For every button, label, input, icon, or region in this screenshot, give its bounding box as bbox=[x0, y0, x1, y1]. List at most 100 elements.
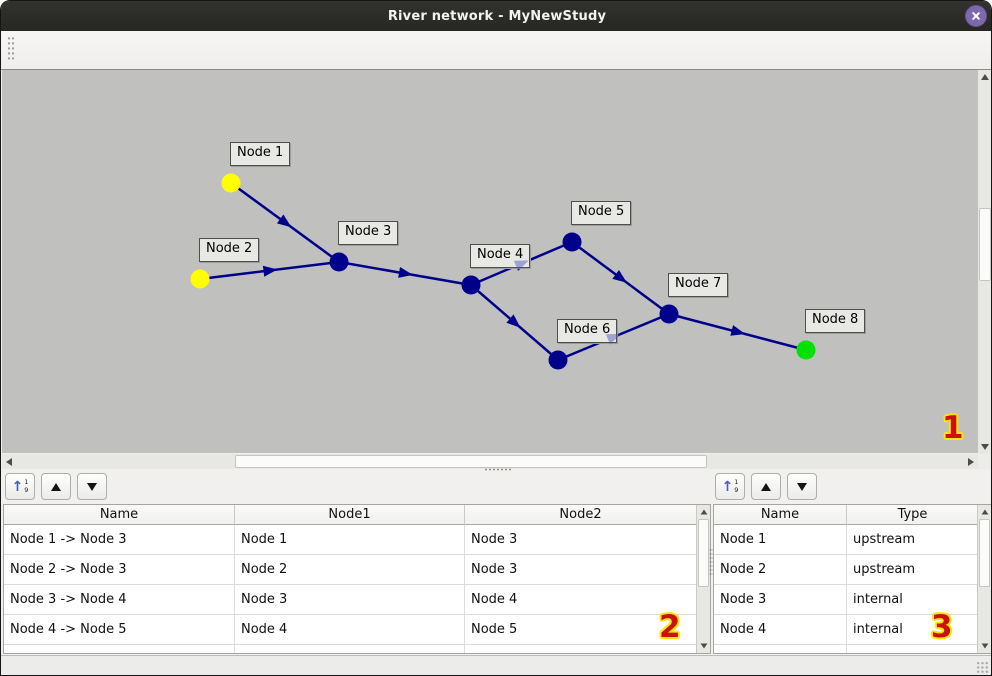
node-label[interactable]: Node 5 bbox=[571, 201, 632, 225]
scroll-up-button[interactable] bbox=[978, 505, 991, 519]
table-filler-row bbox=[4, 645, 710, 653]
cell-node2[interactable]: Node 4 bbox=[465, 585, 696, 615]
window-title: River network - MyNewStudy bbox=[387, 8, 607, 24]
column-header[interactable]: Type bbox=[847, 505, 978, 525]
vertical-scroll-thumb[interactable] bbox=[979, 208, 991, 281]
node-move-down-button[interactable] bbox=[787, 473, 817, 500]
cell-type[interactable]: internal bbox=[847, 615, 978, 645]
table-row[interactable]: Node 3 internal bbox=[714, 585, 991, 615]
node-label[interactable]: Node 7 bbox=[668, 273, 729, 297]
toolbar-drag-handle[interactable] bbox=[7, 36, 14, 61]
table-row[interactable]: Node 4 -> Node 5 Node 4 Node 5 bbox=[4, 615, 710, 645]
scroll-thumb[interactable] bbox=[979, 519, 990, 587]
arrow-up-icon bbox=[981, 74, 989, 80]
table-row[interactable]: Node 1 -> Node 3 Node 1 Node 3 bbox=[4, 525, 710, 555]
column-header[interactable]: Node1 bbox=[235, 505, 465, 525]
triangle-up-icon bbox=[761, 482, 771, 491]
triangle-down-icon bbox=[87, 482, 97, 491]
horizontal-splitter-handle[interactable] bbox=[484, 468, 512, 472]
canvas-top-border bbox=[1, 69, 991, 70]
canvas-vertical-scrollbar[interactable] bbox=[978, 70, 991, 454]
table-row[interactable]: Node 2 -> Node 3 Node 2 Node 3 bbox=[4, 555, 710, 585]
cell-name[interactable]: Node 2 bbox=[714, 555, 847, 585]
node-label[interactable]: Node 1 bbox=[230, 142, 291, 166]
cell-type[interactable]: upstream bbox=[847, 555, 978, 585]
node-label[interactable]: Node 4 bbox=[470, 244, 531, 268]
cell-node1[interactable]: Node 3 bbox=[235, 585, 465, 615]
table-row[interactable]: Node 1 upstream bbox=[714, 525, 991, 555]
annotation-3: 3 bbox=[931, 609, 953, 645]
vertical-splitter-handle[interactable] bbox=[709, 548, 713, 576]
cell-name[interactable]: Node 1 -> Node 3 bbox=[4, 525, 235, 555]
edge-table-scrollbar[interactable] bbox=[696, 505, 710, 653]
edge-move-down-button[interactable] bbox=[77, 473, 107, 500]
cell-name[interactable]: Node 4 -> Node 5 bbox=[4, 615, 235, 645]
table-filler-row bbox=[714, 645, 991, 653]
column-header[interactable]: Name bbox=[4, 505, 235, 525]
resize-grip[interactable] bbox=[976, 661, 989, 674]
cell-name[interactable]: Node 4 bbox=[714, 615, 847, 645]
scroll-down-button[interactable] bbox=[978, 440, 991, 454]
node-move-up-button[interactable] bbox=[751, 473, 781, 500]
node-label[interactable]: Node 2 bbox=[199, 238, 260, 262]
arrow-down-icon bbox=[981, 643, 988, 649]
table-row[interactable]: Node 3 -> Node 4 Node 3 Node 4 bbox=[4, 585, 710, 615]
scroll-down-button[interactable] bbox=[978, 639, 991, 653]
node-label[interactable]: Node 3 bbox=[338, 221, 399, 245]
scroll-thumb[interactable] bbox=[698, 519, 709, 587]
scroll-right-button[interactable] bbox=[964, 454, 978, 469]
cell-node2[interactable]: Node 3 bbox=[465, 555, 696, 585]
edge-move-up-button[interactable] bbox=[41, 473, 71, 500]
close-button[interactable] bbox=[965, 5, 987, 27]
edge-table-header-row: Name Node1 Node2 bbox=[4, 505, 710, 525]
node-table: Name Type Node 1 upstream Node 2 upstrea… bbox=[713, 504, 991, 654]
table-row[interactable]: Node 2 upstream bbox=[714, 555, 991, 585]
column-header[interactable]: Name bbox=[714, 505, 847, 525]
triangle-down-icon bbox=[797, 482, 807, 491]
cell-name[interactable]: Node 3 bbox=[714, 585, 847, 615]
node-label[interactable]: Node 8 bbox=[805, 309, 866, 333]
table-row[interactable]: Node 4 internal bbox=[714, 615, 991, 645]
title-bar[interactable]: River network - MyNewStudy bbox=[1, 1, 991, 31]
cell-type[interactable]: upstream bbox=[847, 525, 978, 555]
cell-node2[interactable]: Node 3 bbox=[465, 525, 696, 555]
cell-node1[interactable]: Node 1 bbox=[235, 525, 465, 555]
status-bar bbox=[1, 655, 991, 675]
triangle-up-icon bbox=[51, 482, 61, 491]
node-table-header-row: Name Type bbox=[714, 505, 991, 525]
node-label[interactable]: Node 6 bbox=[557, 319, 618, 343]
cell-name[interactable]: Node 2 -> Node 3 bbox=[4, 555, 235, 585]
cell-type[interactable]: internal bbox=[847, 585, 978, 615]
column-header[interactable]: Node2 bbox=[465, 505, 696, 525]
cell-node1[interactable]: Node 2 bbox=[235, 555, 465, 585]
arrow-down-icon bbox=[700, 643, 707, 649]
main-toolbar bbox=[1, 31, 991, 89]
scroll-down-button[interactable] bbox=[697, 639, 710, 653]
annotation-2: 2 bbox=[659, 609, 681, 645]
arrow-up-icon bbox=[700, 509, 707, 515]
annotation-1: 1 bbox=[942, 410, 964, 446]
cell-node1[interactable]: Node 4 bbox=[235, 615, 465, 645]
scrollbar-corner bbox=[978, 454, 991, 469]
cell-node2[interactable]: Node 5 bbox=[465, 615, 696, 645]
node-table-scrollbar[interactable] bbox=[977, 505, 991, 653]
river-network-canvas[interactable]: Node 1 Node 2 Node 3 Node 4 Node 5 Node … bbox=[2, 70, 978, 453]
edge-table: Name Node1 Node2 Node 1 -> Node 3 Node 1… bbox=[3, 504, 711, 654]
close-icon bbox=[971, 11, 981, 21]
arrow-left-icon bbox=[6, 457, 12, 466]
scroll-up-button[interactable] bbox=[978, 70, 991, 84]
cell-name[interactable]: Node 1 bbox=[714, 525, 847, 555]
scroll-left-button[interactable] bbox=[2, 454, 16, 469]
cell-name[interactable]: Node 3 -> Node 4 bbox=[4, 585, 235, 615]
arrow-right-icon bbox=[968, 457, 974, 466]
canvas-horizontal-scrollbar[interactable] bbox=[2, 454, 978, 469]
arrow-down-icon bbox=[981, 444, 989, 450]
horizontal-scroll-thumb[interactable] bbox=[235, 455, 707, 468]
scroll-up-button[interactable] bbox=[697, 505, 710, 519]
arrow-up-icon bbox=[981, 509, 988, 515]
